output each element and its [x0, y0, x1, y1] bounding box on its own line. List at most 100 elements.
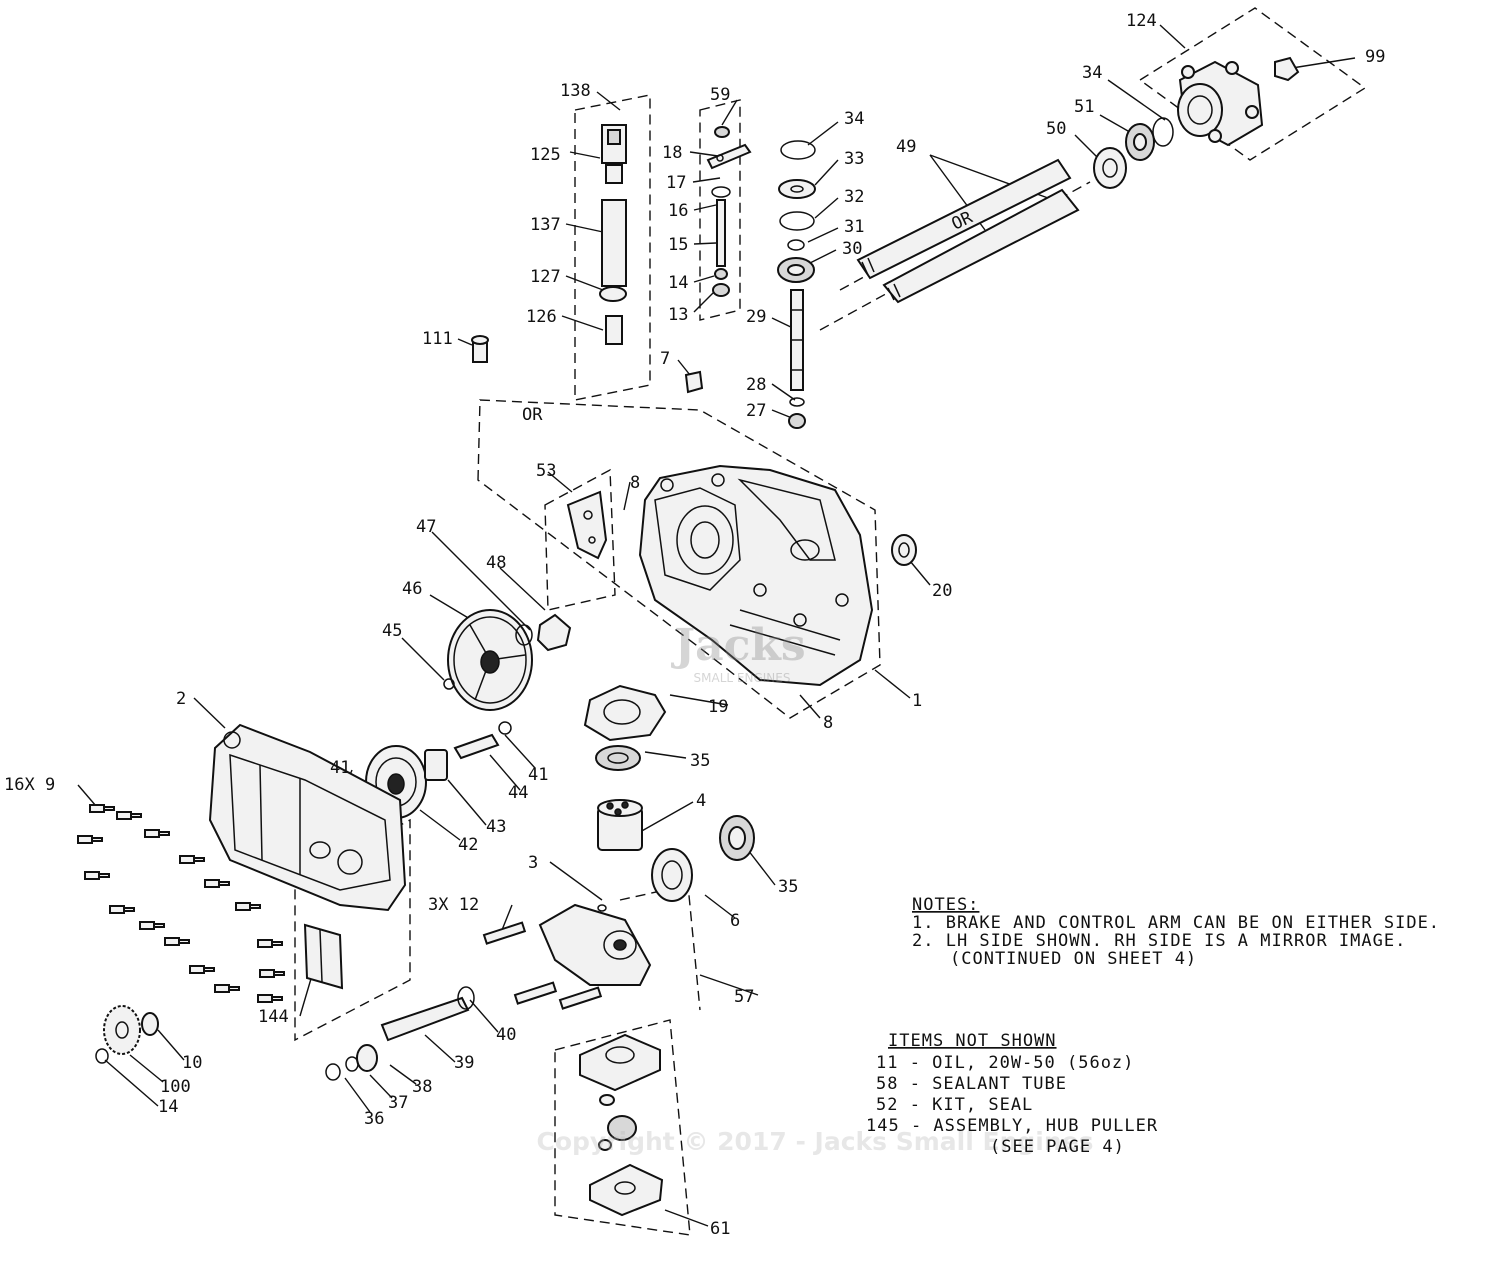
main-housing: [638, 464, 874, 687]
callout-42: 42: [458, 835, 478, 855]
input-shaft: [325, 986, 475, 1081]
control-shaft-stack: [777, 140, 816, 429]
callout-59: 59: [710, 85, 730, 105]
callout-49: 49: [896, 137, 916, 157]
callout-33: 33: [844, 149, 864, 169]
callout-137: 137: [530, 215, 561, 235]
callout-144: 144: [258, 1007, 289, 1027]
callout-29: 29: [746, 307, 766, 327]
callout-3: 3: [528, 853, 538, 873]
copyright-watermark: Copyright © 2017 - Jacks Small Engines: [537, 1127, 1094, 1156]
callout-44: 44: [508, 783, 528, 803]
callout-17: 17: [666, 173, 686, 193]
fittings: [471, 335, 704, 394]
item-not-shown-52: 52 - KIT, SEAL: [876, 1095, 1033, 1115]
items-not-shown-block: ITEMS NOT SHOWN 11 - OIL, 20W-50 (56oz) …: [866, 1031, 1158, 1157]
cover-plate: [208, 723, 407, 912]
callout-41-right: 41: [528, 765, 548, 785]
callout-138: 138: [560, 81, 591, 101]
note-line-2: 2. LH SIDE SHOWN. RH SIDE IS A MIRROR IM…: [912, 931, 1406, 951]
center-section: [482, 903, 652, 1010]
callout-14-sprocket: 14: [158, 1097, 178, 1117]
watermark-logo-text: Jacks: [670, 620, 805, 671]
brake-pin-stack: [706, 126, 752, 297]
callout-16x9: 16X 9: [4, 775, 55, 795]
callout-100: 100: [160, 1077, 191, 1097]
callout-19: 19: [708, 697, 728, 717]
callout-51: 51: [1074, 97, 1094, 117]
axle-shafts: [856, 158, 1080, 304]
callout-20: 20: [932, 581, 952, 601]
callout-numbers: 124 99 34 51 50 49 138 59 34 125 18 33 1…: [4, 11, 1385, 1239]
note-line-3: (CONTINUED ON SHEET 4): [950, 949, 1197, 969]
or-label-bypass: OR: [522, 405, 543, 425]
callout-15: 15: [668, 235, 688, 255]
callout-50: 50: [1046, 119, 1066, 139]
callout-27: 27: [746, 401, 766, 421]
callout-46: 46: [402, 579, 422, 599]
callout-38: 38: [412, 1077, 432, 1097]
gear-train: [443, 609, 572, 711]
callout-14-pin: 14: [668, 273, 688, 293]
seal-20: [891, 534, 917, 566]
callout-4: 4: [696, 791, 706, 811]
callout-45: 45: [382, 621, 402, 641]
callout-32: 32: [844, 187, 864, 207]
callout-61: 61: [710, 1219, 730, 1239]
notes-block: NOTES: 1. BRAKE AND CONTROL ARM CAN BE O…: [912, 895, 1440, 969]
callout-31: 31: [844, 217, 864, 237]
callout-3x12: 3X 12: [428, 895, 479, 915]
note-line-1: 1. BRAKE AND CONTROL ARM CAN BE ON EITHE…: [912, 913, 1440, 933]
pump-motor: [583, 684, 755, 902]
callout-34-hub: 34: [1082, 63, 1102, 83]
bracket-53: [566, 490, 608, 560]
callout-41-left: 41: [330, 758, 350, 778]
bypass-stack: [599, 124, 627, 345]
callout-10: 10: [182, 1053, 202, 1073]
bolts-9: [77, 804, 285, 1003]
callout-126: 126: [526, 307, 557, 327]
callout-36: 36: [364, 1109, 384, 1129]
callout-30: 30: [842, 239, 862, 259]
lower-covers: [579, 1033, 664, 1217]
callout-34-stack: 34: [844, 109, 864, 129]
item-not-shown-58: 58 - SEALANT TUBE: [876, 1074, 1067, 1094]
notes-heading: NOTES:: [912, 895, 979, 915]
callout-99: 99: [1365, 47, 1385, 67]
callout-39: 39: [454, 1053, 474, 1073]
callout-35-lower: 35: [778, 877, 798, 897]
callout-47: 47: [416, 517, 436, 537]
callout-2: 2: [176, 689, 186, 709]
callout-57: 57: [734, 987, 754, 1007]
callout-111: 111: [422, 329, 453, 349]
callout-40: 40: [496, 1025, 516, 1045]
lead-lines: [77, 24, 1356, 1227]
callout-8-top: 8: [630, 473, 640, 493]
callout-8-bottom: 8: [823, 713, 833, 733]
sprocket-assembly: [95, 1005, 159, 1064]
hub-assembly: [1093, 56, 1300, 189]
callout-7: 7: [660, 349, 670, 369]
callout-16: 16: [668, 201, 688, 221]
callout-127: 127: [530, 267, 561, 287]
callout-48: 48: [486, 553, 506, 573]
item-not-shown-145: 145 - ASSEMBLY, HUB PULLER: [866, 1116, 1158, 1136]
watermark: Jacks SMALL ENGINES Copyright © 2017 - J…: [537, 620, 1094, 1156]
item-not-shown-145-note: (SEE PAGE 4): [990, 1137, 1125, 1157]
callout-35-upper: 35: [690, 751, 710, 771]
items-not-shown-heading: ITEMS NOT SHOWN: [888, 1031, 1057, 1051]
item-not-shown-11: 11 - OIL, 20W-50 (56oz): [876, 1053, 1134, 1073]
callout-53: 53: [536, 461, 556, 481]
watermark-logo-subtext: SMALL ENGINES: [694, 671, 791, 685]
filter-144: [303, 923, 344, 990]
callout-124: 124: [1126, 11, 1157, 31]
callout-28: 28: [746, 375, 766, 395]
callout-6: 6: [730, 911, 740, 931]
callout-37: 37: [388, 1093, 408, 1113]
callout-13: 13: [668, 305, 688, 325]
callout-125: 125: [530, 145, 561, 165]
callout-18: 18: [662, 143, 682, 163]
callout-1: 1: [912, 691, 922, 711]
